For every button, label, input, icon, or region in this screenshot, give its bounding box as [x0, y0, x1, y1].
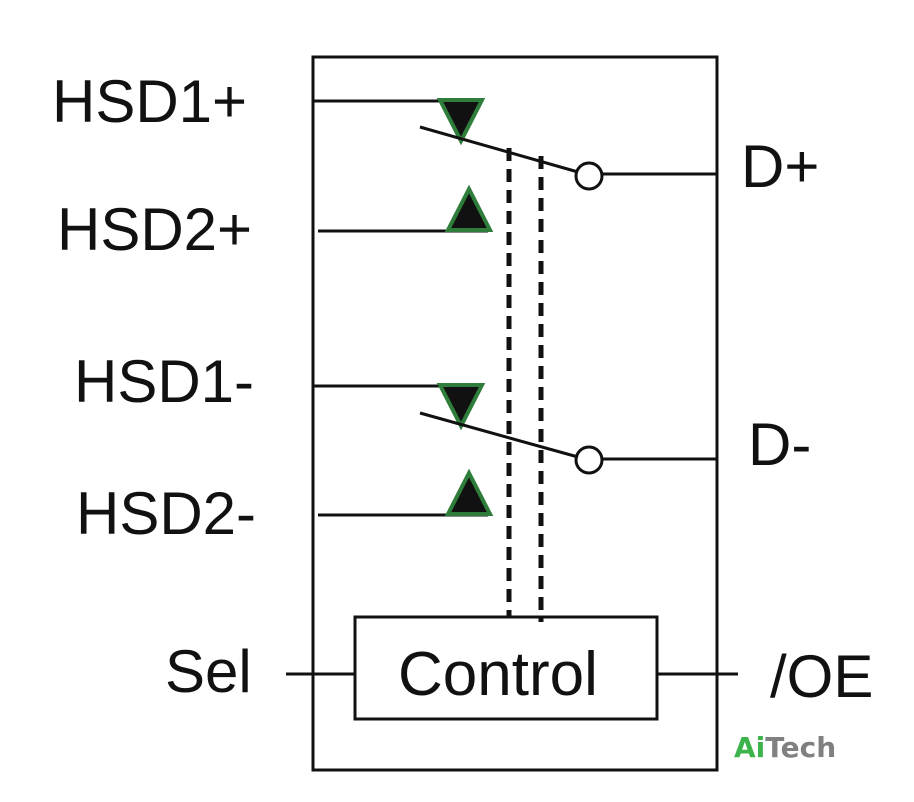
- watermark-logo: AiTech: [734, 731, 836, 764]
- hsd1-plus-contact-icon: [436, 98, 486, 146]
- watermark-tech: Tech: [765, 731, 836, 764]
- hsd2-plus-contact-icon: [444, 184, 494, 232]
- control-block: [353, 615, 659, 721]
- hsd1-minus-contact-icon: [436, 383, 486, 431]
- control-label: Control: [398, 640, 598, 709]
- pin-label-d-minus: D-: [748, 411, 811, 478]
- pin-label-hsd2-plus: HSD2+: [57, 196, 252, 263]
- pin-label-oe: /OE: [770, 643, 873, 710]
- switch-blade-minus: [419, 411, 579, 459]
- chip-outline: [311, 55, 719, 772]
- pin-label-hsd2-minus: HSD2-: [76, 480, 256, 547]
- pin-label-hsd1-minus: HSD1-: [74, 348, 254, 415]
- pin-label-hsd1-plus: HSD1+: [52, 68, 247, 135]
- watermark-ai: Ai: [734, 731, 765, 764]
- pivot-plus-icon: [574, 161, 604, 191]
- pin-label-d-plus: D+: [741, 133, 819, 200]
- pin-label-sel: Sel: [165, 638, 252, 705]
- pivot-minus-icon: [574, 445, 604, 475]
- switch-blade-plus: [419, 125, 579, 174]
- hsd2-minus-contact-icon: [444, 468, 494, 516]
